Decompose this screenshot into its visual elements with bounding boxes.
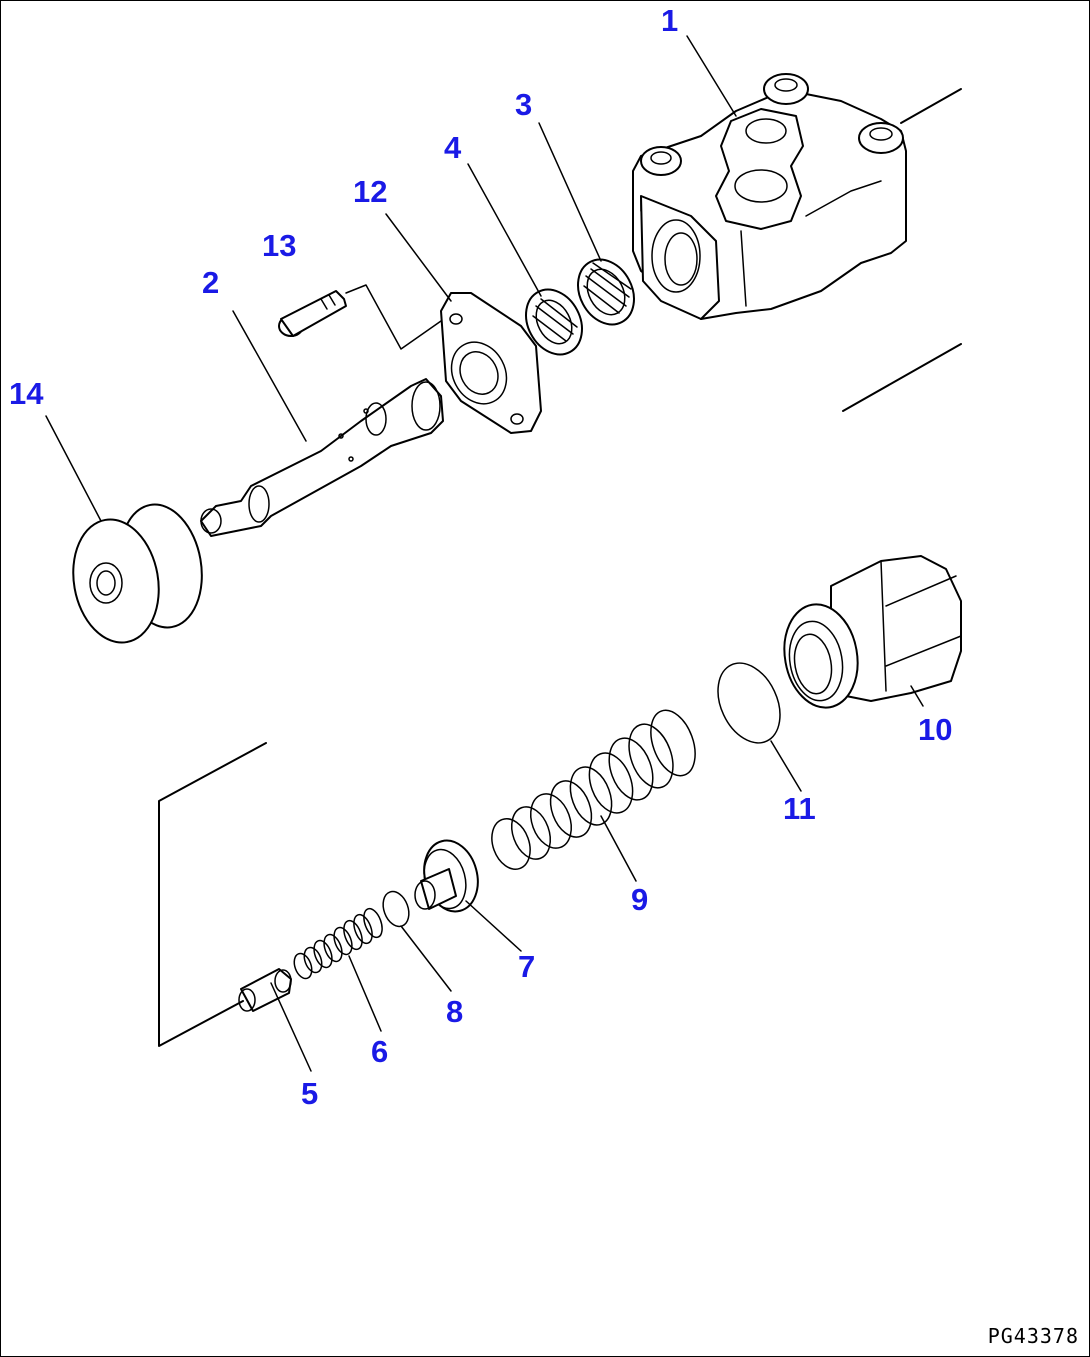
callout-2: 2 [202,265,220,300]
leader-lines [45,35,924,1072]
callout-3: 3 [515,87,533,122]
part-6-spring [293,907,383,980]
part-4-bushing [525,288,583,356]
callout-8: 8 [446,994,464,1029]
part-12-flange [440,292,542,434]
part-1-valve-body [632,73,962,412]
part-5-pin [238,968,292,1012]
part-10-plug [783,555,962,709]
callout-6: 6 [371,1034,389,1069]
callout-4: 4 [444,130,462,165]
part-2-spool [200,378,444,537]
callout-5: 5 [301,1076,319,1111]
part-13-bolt [278,284,442,350]
assembly-bracket [158,742,267,1047]
callout-14: 14 [9,376,44,411]
part-11-o-ring [717,662,781,744]
part-9-spring [491,709,696,870]
part-14-cap [72,503,203,644]
drawing-code: PG43378 [987,1324,1079,1348]
callout-1: 1 [661,3,679,38]
callout-12: 12 [353,174,388,209]
callout-13: 13 [262,228,297,263]
callout-10: 10 [918,712,953,747]
part-3-ring [577,258,635,326]
part-7-spring-seat [414,839,479,913]
callout-7: 7 [518,949,536,984]
part-8-o-ring [382,890,410,928]
callout-9: 9 [631,882,649,917]
callout-11: 11 [783,791,816,826]
